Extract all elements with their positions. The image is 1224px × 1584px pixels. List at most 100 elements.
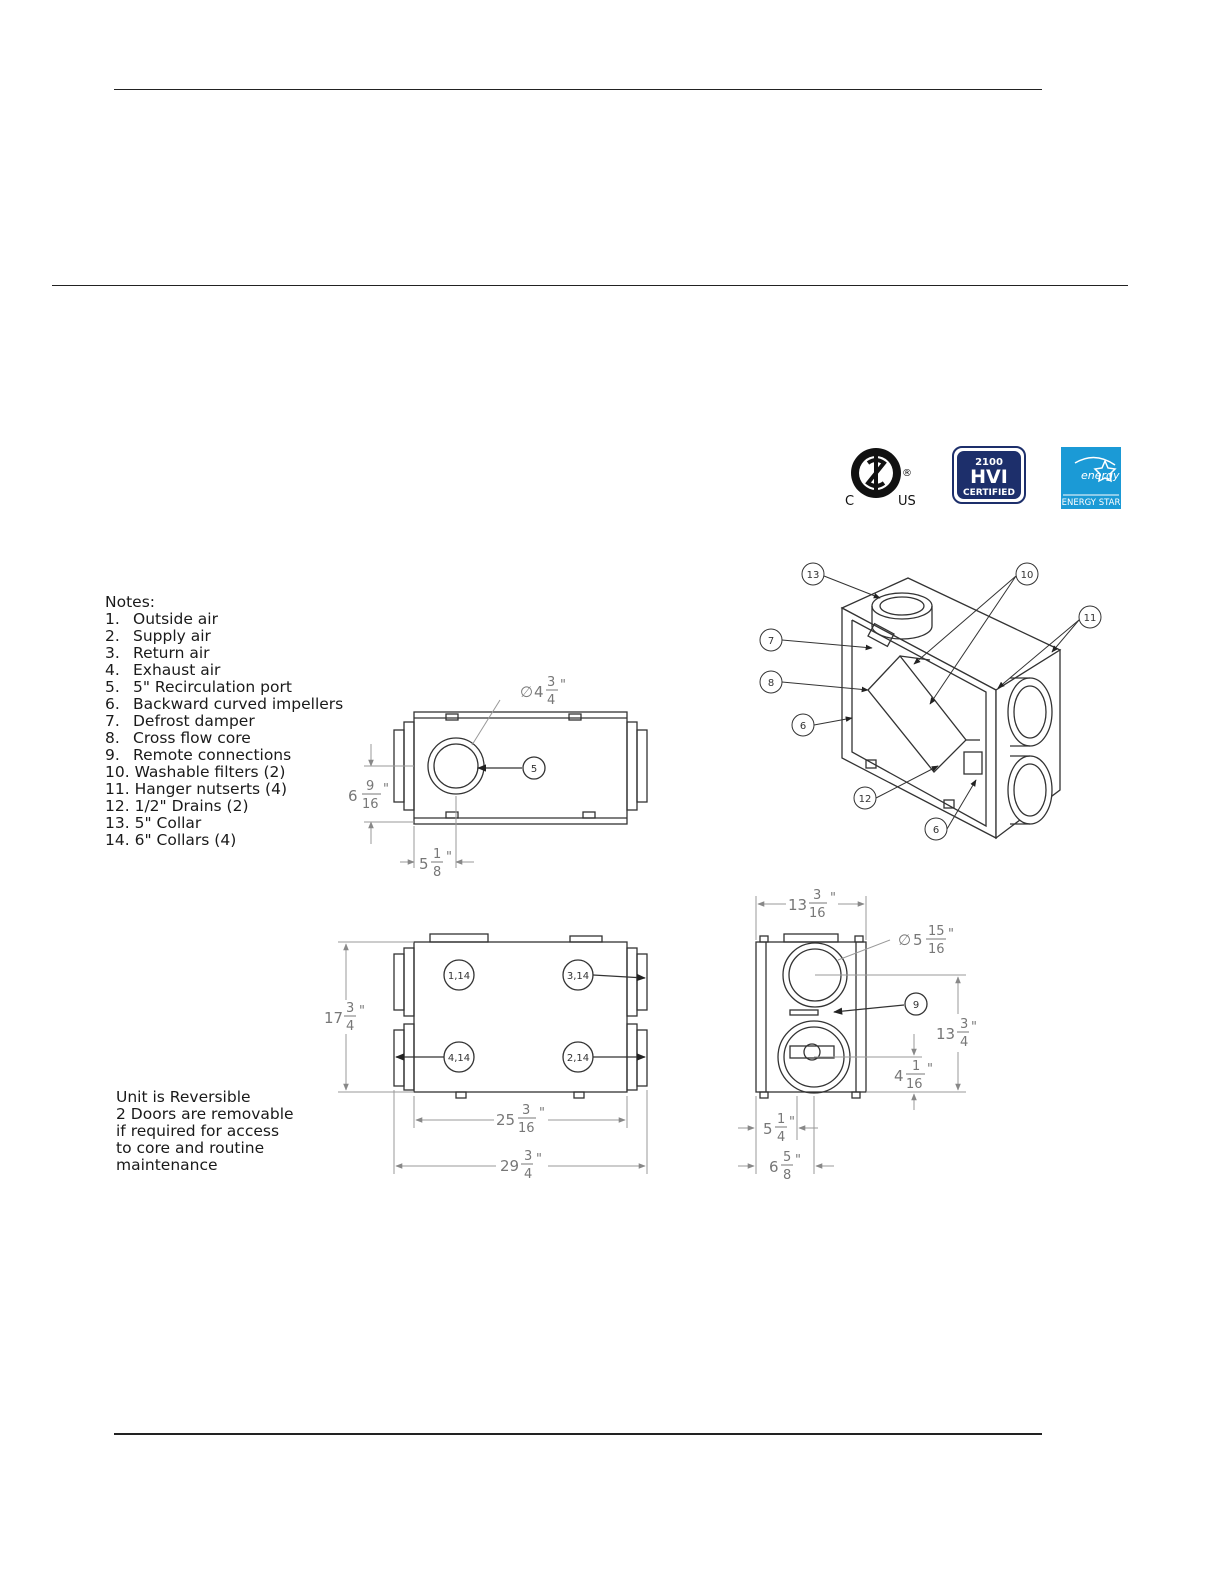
- hvi-top: 2100: [975, 457, 1003, 468]
- footer-rule: [114, 1433, 1042, 1435]
- dim-side-offset-a: 5 1 4 ": [763, 1112, 795, 1145]
- reversible-line: maintenance: [116, 1156, 218, 1174]
- reversible-line: 2 Doors are removable: [116, 1105, 294, 1123]
- energy-star-label: ENERGY STAR: [1062, 498, 1121, 508]
- svg-text:5: 5: [913, 931, 923, 949]
- svg-text:16: 16: [362, 797, 379, 812]
- dim-front-height: 17 3 4 ": [324, 1001, 365, 1034]
- svg-text:3: 3: [524, 1149, 532, 1164]
- dim-front-overall-width: 29 3 4 ": [500, 1149, 542, 1182]
- hvi-sub: CERTIFIED: [963, 488, 1015, 498]
- svg-text:5: 5: [419, 855, 429, 873]
- svg-text:6: 6: [769, 1158, 779, 1176]
- note-item: 4.Exhaust air: [105, 661, 221, 679]
- energy-star-logo: energy ENERGY STAR: [1061, 447, 1121, 509]
- iso-callout: 7: [768, 636, 774, 647]
- svg-text:29: 29: [500, 1157, 519, 1175]
- svg-text:16: 16: [809, 906, 826, 921]
- svg-text:3: 3: [960, 1017, 968, 1032]
- top-view-callout: 5: [531, 764, 537, 775]
- svg-text:1: 1: [433, 847, 441, 862]
- energy-star-script: energy: [1081, 469, 1120, 482]
- svg-text:": ": [830, 891, 836, 906]
- iso-callout: 10: [1021, 570, 1034, 581]
- header-rule-wide: [52, 285, 1128, 286]
- svg-text:16: 16: [906, 1077, 923, 1092]
- reversible-line: Unit is Reversible: [116, 1088, 251, 1106]
- svg-text:15: 15: [928, 924, 945, 939]
- csa-c: C: [845, 494, 854, 509]
- svg-text:8: 8: [433, 865, 441, 880]
- svg-text:5: 5: [763, 1120, 773, 1138]
- note-item: 5.5" Recirculation port: [105, 678, 292, 696]
- svg-text:": ": [359, 1004, 365, 1019]
- note-item: 13. 5" Collar: [105, 814, 202, 832]
- dim-side-height: 13 3 4 ": [936, 1017, 977, 1050]
- svg-text:4: 4: [524, 1167, 532, 1182]
- isometric-view: [840, 577, 1062, 840]
- svg-text:": ": [536, 1152, 542, 1167]
- svg-text:": ": [948, 927, 954, 942]
- svg-text:13: 13: [788, 896, 807, 914]
- svg-text:": ": [446, 850, 452, 865]
- svg-text:17: 17: [324, 1009, 343, 1027]
- svg-text:4: 4: [894, 1067, 904, 1085]
- notes-list: Notes: 1.Outside air 2.Supply air 3.Retu…: [105, 594, 343, 849]
- reversible-line: if required for access: [116, 1122, 280, 1140]
- note-item: 10. Washable filters (2): [105, 763, 286, 781]
- dim-top-diameter: ∅ 4 3 4 ": [520, 675, 566, 708]
- dim-side-width: 13 3 16 ": [788, 888, 836, 921]
- svg-text:3: 3: [813, 888, 821, 903]
- svg-text:": ": [383, 782, 389, 797]
- top-view: [393, 711, 648, 825]
- notes-heading: Notes:: [105, 593, 155, 611]
- dim-top-offset: 5 1 8 ": [419, 847, 452, 880]
- svg-text:": ": [795, 1153, 801, 1168]
- svg-text:8: 8: [783, 1168, 791, 1183]
- note-item: 14. 6" Collars (4): [105, 831, 237, 849]
- hvi-name: HVI: [970, 466, 1008, 488]
- note-item: 8.Cross flow core: [105, 729, 251, 747]
- svg-text:4: 4: [547, 693, 555, 708]
- reversible-line: to core and routine: [116, 1139, 265, 1157]
- svg-text:13: 13: [936, 1025, 955, 1043]
- svg-text:4: 4: [346, 1019, 354, 1034]
- front-callout-4: 2,14: [567, 1053, 589, 1064]
- side-view-callout: 9: [913, 1000, 919, 1011]
- svg-text:3: 3: [522, 1103, 530, 1118]
- svg-text:4: 4: [534, 683, 544, 701]
- iso-callout: 6: [933, 825, 939, 836]
- svg-text:": ": [971, 1020, 977, 1035]
- iso-callout: 12: [859, 794, 872, 805]
- csa-us: US: [898, 494, 916, 509]
- note-item: 11. Hanger nutserts (4): [105, 780, 287, 798]
- svg-text:3: 3: [547, 675, 555, 690]
- svg-text:9: 9: [366, 779, 374, 794]
- note-item: 9.Remote connections: [105, 746, 292, 764]
- svg-text:16: 16: [928, 942, 945, 957]
- svg-text:4: 4: [777, 1130, 785, 1145]
- svg-text:5: 5: [783, 1150, 791, 1165]
- dim-top-height: 6 9 16 ": [348, 779, 389, 812]
- front-callout-1: 1,14: [448, 971, 470, 982]
- svg-text:4: 4: [960, 1035, 968, 1050]
- svg-text:": ": [560, 678, 566, 693]
- note-item: 2.Supply air: [105, 627, 211, 645]
- dim-front-inner-width: 25 3 16 ": [496, 1103, 545, 1136]
- iso-callout: 6: [800, 721, 806, 732]
- svg-text:∅: ∅: [520, 683, 533, 701]
- note-item: 1.Outside air: [105, 610, 218, 628]
- svg-text:3: 3: [346, 1001, 354, 1016]
- reversible-note: Unit is Reversible 2 Doors are removable…: [116, 1089, 294, 1174]
- svg-text:": ": [539, 1106, 545, 1121]
- svg-text:1: 1: [912, 1059, 920, 1074]
- iso-callout: 8: [768, 678, 774, 689]
- csa-logo: ® C US: [842, 444, 920, 510]
- note-item: 12. 1/2" Drains (2): [105, 797, 249, 815]
- front-callout-2: 3,14: [567, 971, 589, 982]
- dim-side-diameter: ∅ 5 15 16 ": [898, 924, 954, 957]
- front-callout-3: 4,14: [448, 1053, 470, 1064]
- dim-side-low: 4 1 16 ": [894, 1059, 933, 1092]
- svg-text:25: 25: [496, 1111, 515, 1129]
